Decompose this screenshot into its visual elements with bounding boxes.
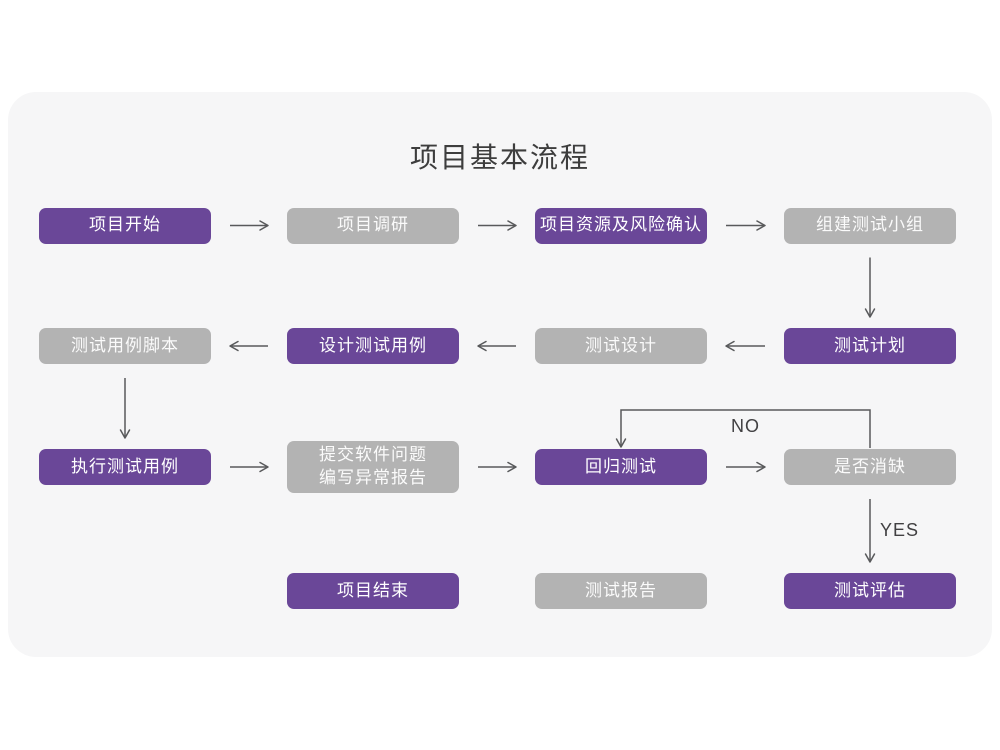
flow-node-test-evaluate: 测试评估 bbox=[784, 573, 956, 609]
flow-node-label: 提交软件问题 bbox=[319, 445, 427, 465]
edge-test-plan-test-design bbox=[725, 340, 765, 352]
flow-node-label: 测试报告 bbox=[585, 580, 657, 600]
flow-node-label: 项目开始 bbox=[89, 215, 161, 235]
edge-design-test-cases-test-case-script bbox=[229, 340, 268, 352]
edge-project-research-resource-risk-confirm bbox=[478, 220, 517, 231]
flow-node-label: 项目结束 bbox=[337, 580, 409, 600]
edge-regression-test-defect-cleared bbox=[726, 461, 766, 473]
edge-defect-cleared-test-evaluate: YES bbox=[864, 499, 919, 563]
flow-node-label: 测试用例脚本 bbox=[71, 335, 179, 355]
diagram-title: 项目基本流程 bbox=[409, 142, 590, 173]
flow-node-label: 执行测试用例 bbox=[71, 456, 179, 476]
flow-node-label: 是否消缺 bbox=[834, 456, 906, 476]
flow-node-project-research: 项目调研 bbox=[287, 207, 459, 244]
edge-test-case-script-execute-test-cases bbox=[119, 378, 131, 439]
flow-node-label: 回归测试 bbox=[585, 456, 657, 476]
edge-label-no: NO bbox=[731, 416, 760, 436]
flow-node-test-plan: 测试计划 bbox=[784, 328, 956, 364]
flow-node-label: 测试设计 bbox=[585, 335, 657, 355]
flow-node-label: 组建测试小组 bbox=[816, 215, 924, 235]
flow-node-build-test-team: 组建测试小组 bbox=[784, 207, 956, 244]
flow-node-label: 项目调研 bbox=[337, 215, 409, 235]
edge-execute-test-cases-submit-issue-report bbox=[230, 461, 269, 473]
edge-label-yes: YES bbox=[880, 520, 919, 540]
flow-node-label: 设计测试用例 bbox=[319, 335, 427, 355]
edge-defect-cleared-regression-test: NO bbox=[615, 409, 871, 448]
flow-node-execute-test-cases: 执行测试用例 bbox=[39, 449, 211, 485]
flow-node-regression-test: 回归测试 bbox=[535, 449, 707, 485]
edge-test-design-design-test-cases bbox=[477, 340, 516, 352]
flow-node-resource-risk-confirm: 项目资源及风险确认 bbox=[535, 207, 707, 244]
flow-node-label: 项目资源及风险确认 bbox=[540, 215, 702, 235]
edge-resource-risk-confirm-build-test-team bbox=[726, 220, 766, 231]
flow-node-test-report: 测试报告 bbox=[535, 573, 707, 609]
flow-node-label: 测试评估 bbox=[834, 580, 906, 600]
flow-node-label: 编写异常报告 bbox=[319, 468, 427, 487]
flow-node-submit-issue-report: 提交软件问题编写异常报告 bbox=[287, 441, 459, 493]
edge-submit-issue-report-regression-test bbox=[478, 461, 517, 473]
flow-node-design-test-cases: 设计测试用例 bbox=[287, 328, 459, 364]
flow-node-defect-cleared: 是否消缺 bbox=[784, 449, 956, 485]
flow-node-test-case-script: 测试用例脚本 bbox=[39, 328, 211, 364]
flow-node-label: 测试计划 bbox=[834, 335, 906, 355]
edge-project-start-project-research bbox=[230, 220, 269, 231]
flowchart-card bbox=[8, 92, 992, 657]
edge-build-test-team-test-plan bbox=[864, 257, 876, 318]
flow-node-test-design: 测试设计 bbox=[535, 328, 707, 364]
flow-node-project-start: 项目开始 bbox=[39, 207, 211, 244]
flow-node-project-end: 项目结束 bbox=[287, 573, 459, 609]
